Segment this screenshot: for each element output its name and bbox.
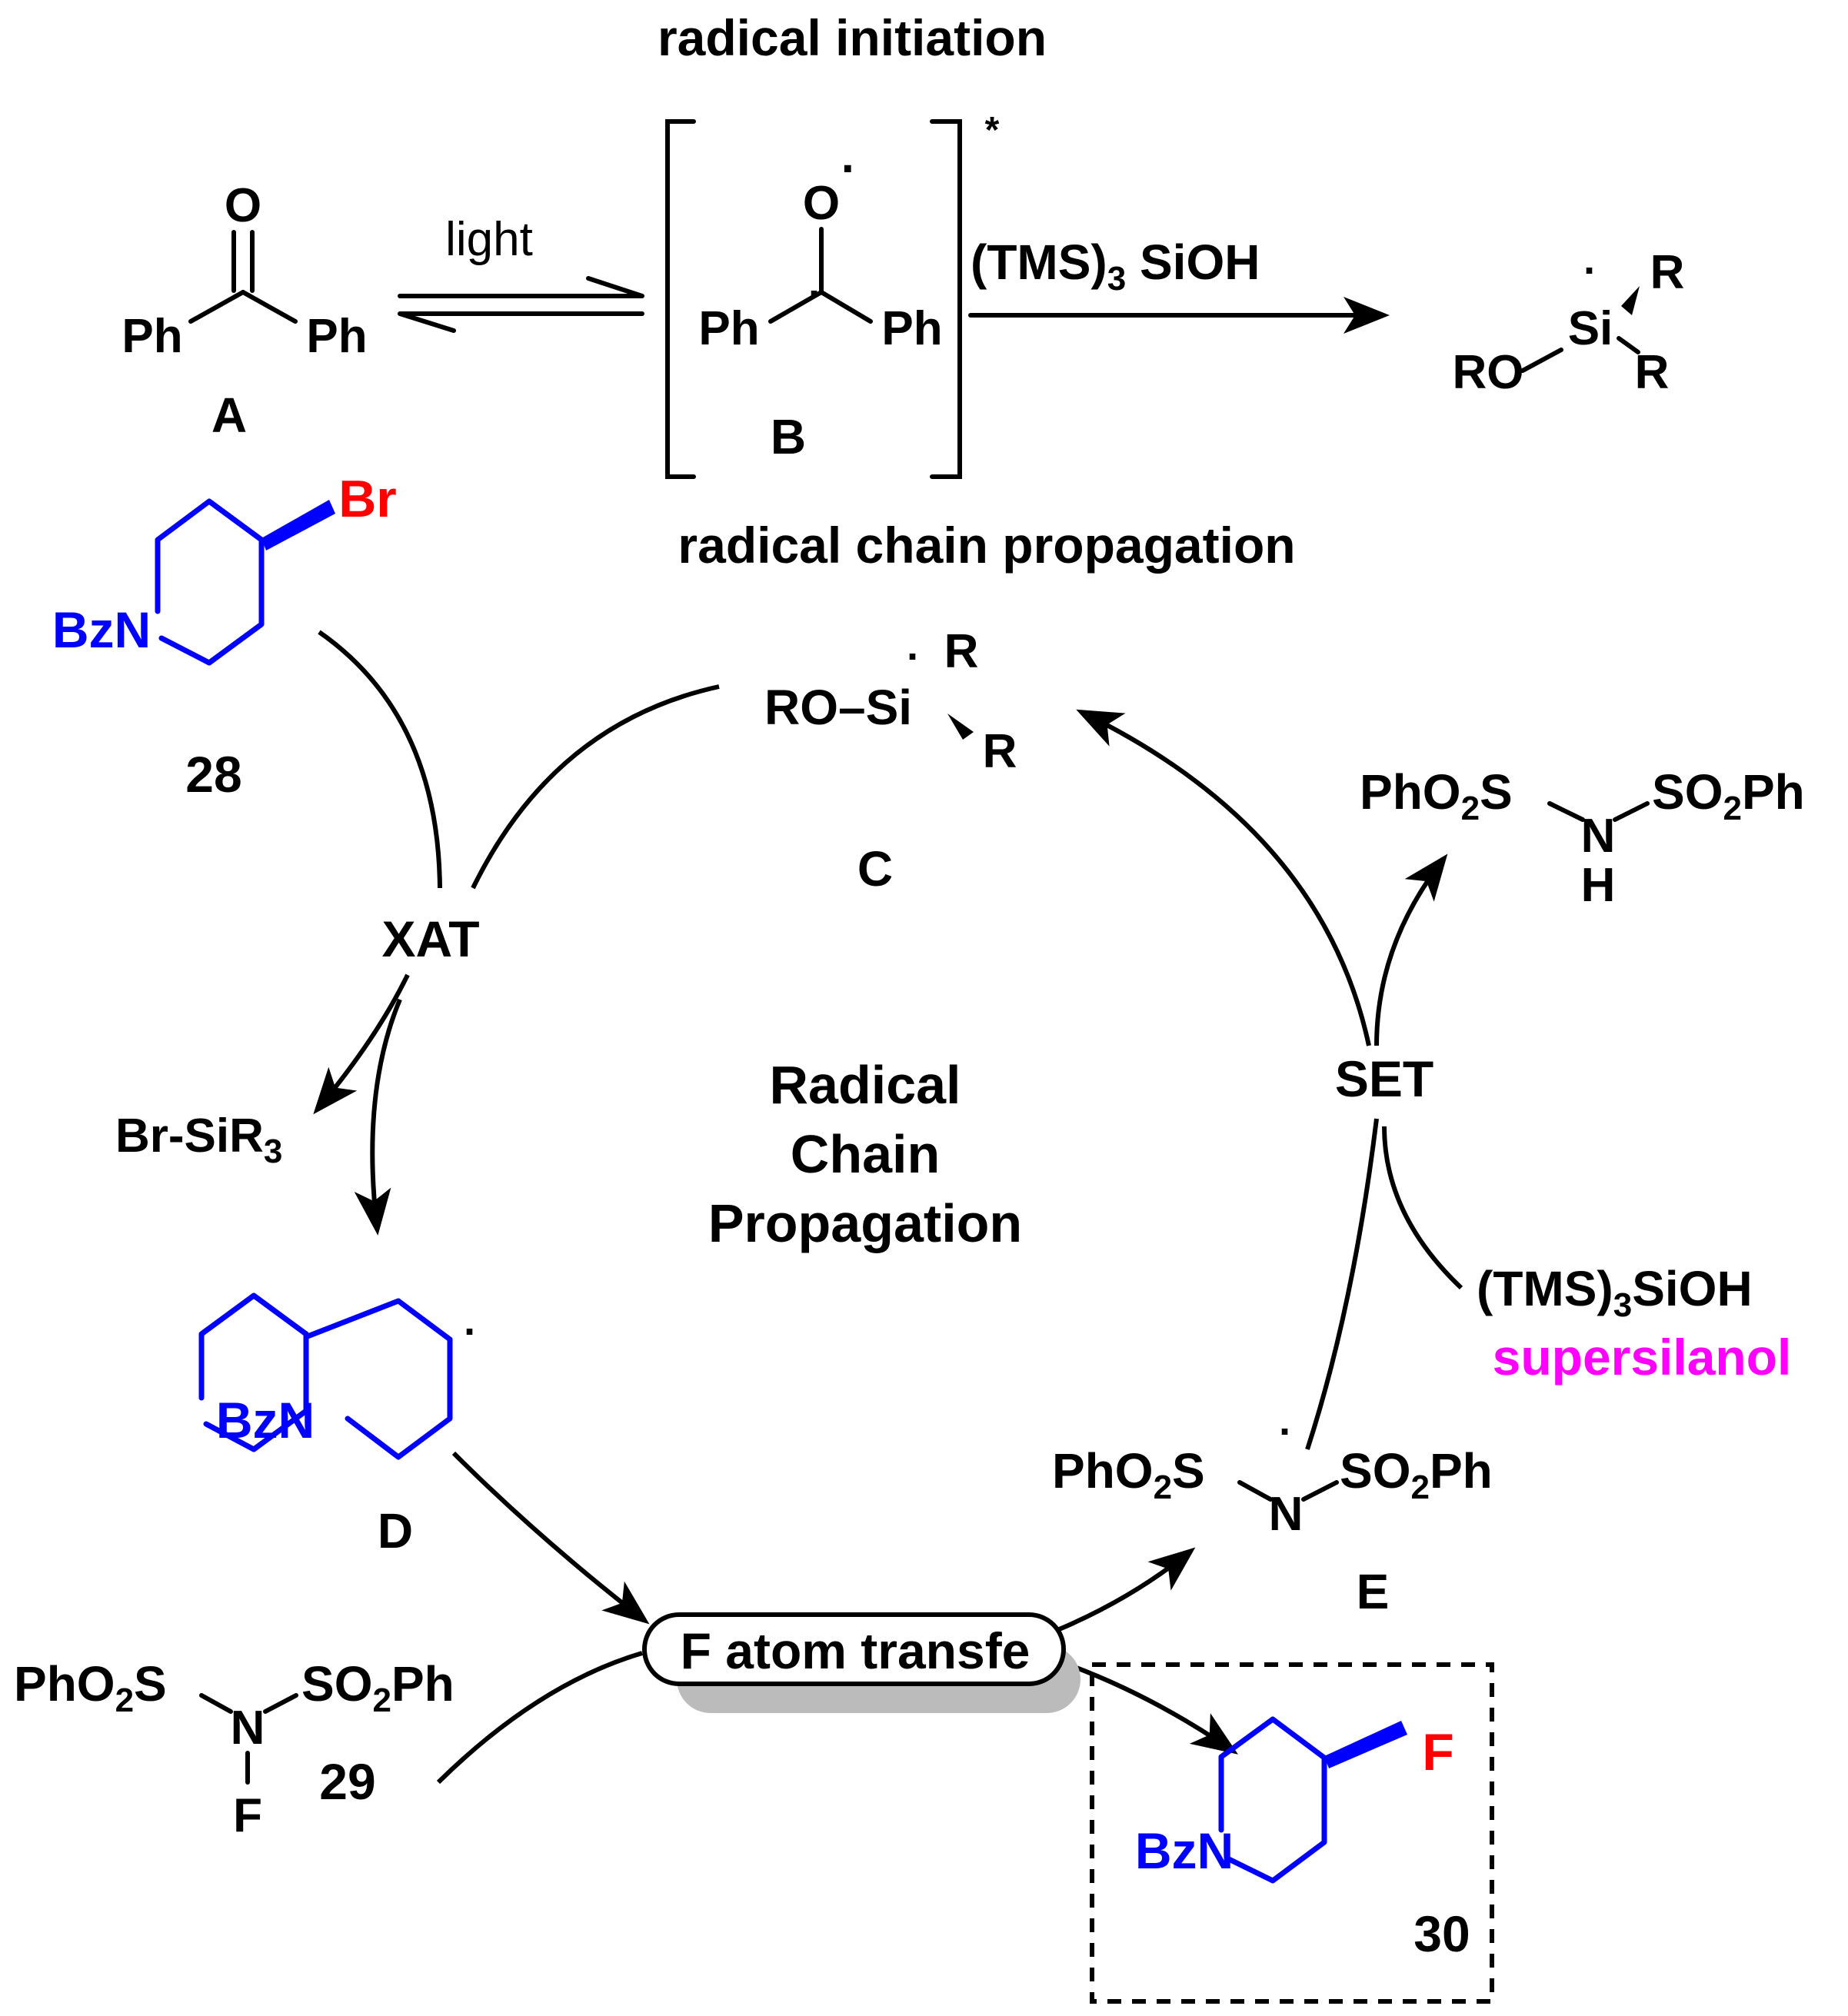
- compound-28: Br BzN 28: [52, 470, 397, 803]
- svg-text:·: ·: [1279, 1409, 1293, 1455]
- label-compound-e: E: [1357, 1564, 1390, 1619]
- label-br: Br: [338, 470, 397, 528]
- svg-text:Si: Si: [1568, 302, 1613, 355]
- svg-text:R: R: [983, 725, 1017, 778]
- svg-text:Ph: Ph: [698, 302, 759, 355]
- svg-text:F atom transfe: F atom transfe: [681, 1622, 1031, 1679]
- heading-radical-initiation: radical initiation: [658, 9, 1047, 66]
- label-29: 29: [319, 1753, 375, 1810]
- svg-text:F: F: [233, 1789, 262, 1842]
- excited-star: *: [985, 110, 1000, 151]
- svg-text:PhO2S: PhO2S: [1052, 1443, 1205, 1506]
- svg-text:N: N: [1269, 1488, 1304, 1541]
- svg-text:·: ·: [841, 142, 857, 195]
- svg-text:RO: RO: [1453, 346, 1524, 399]
- svg-text:Propagation: Propagation: [708, 1193, 1022, 1253]
- compound-29-nfsi: PhO2S N SO2Ph F 29: [14, 1656, 455, 1842]
- svg-text:BzN: BzN: [216, 1392, 315, 1449]
- svg-text:Ph: Ph: [122, 310, 182, 363]
- svg-text:O: O: [803, 177, 840, 230]
- label-xat: XAT: [381, 910, 479, 967]
- svg-text:(TMS)3 SiOH: (TMS)3 SiOH: [971, 235, 1260, 298]
- svg-text:PhO2S: PhO2S: [14, 1656, 167, 1719]
- svg-text:N: N: [1581, 810, 1616, 863]
- svg-text:RO–Si: RO–Si: [764, 680, 912, 735]
- svg-text:·: ·: [464, 1309, 478, 1355]
- initiation-reagent-arrow: (TMS)3 SiOH: [968, 235, 1390, 334]
- svg-text:R: R: [1650, 246, 1685, 299]
- svg-text:Ph: Ph: [306, 310, 367, 363]
- svg-text:N: N: [231, 1702, 265, 1755]
- label-compound-d: D: [378, 1503, 413, 1559]
- svg-text:Ph: Ph: [881, 302, 942, 355]
- svg-text:·: ·: [907, 634, 921, 680]
- svg-text:Br-SiR3: Br-SiR3: [115, 1109, 282, 1170]
- f-atom-transfer-pill: F atom transfe: [642, 1612, 1080, 1713]
- svg-text:R: R: [944, 625, 979, 678]
- supersilanol-reagent: (TMS)3SiOH supersilanol: [1477, 1261, 1791, 1386]
- dibenzenesulfonimide: PhO2S N H SO2Ph: [1360, 764, 1805, 912]
- svg-text:SO2Ph: SO2Ph: [1652, 764, 1805, 827]
- label-f: F: [1422, 1723, 1454, 1781]
- label-compound-c: C: [857, 841, 893, 897]
- label-compound-a: A: [211, 388, 247, 443]
- svg-text:PhO2S: PhO2S: [1360, 764, 1513, 827]
- cycle-arcs: XAT Br-SiR3 SET: [115, 630, 1463, 1785]
- cycle-center-label: Radical Chain Propagation: [708, 1055, 1022, 1253]
- svg-text:(TMS)3SiOH: (TMS)3SiOH: [1477, 1261, 1753, 1324]
- label-supersilanol: supersilanol: [1493, 1329, 1792, 1386]
- compound-d-radical: · BzN D: [198, 1292, 478, 1559]
- label-light: light: [445, 213, 533, 266]
- svg-text:·: ·: [808, 271, 822, 317]
- equilibrium-arrows: light: [398, 213, 644, 333]
- svg-text:R: R: [1635, 346, 1670, 399]
- heading-radical-chain-propagation: radical chain propagation: [678, 517, 1295, 574]
- compound-30-product: F BzN 30: [1090, 1662, 1494, 2004]
- compound-e-n-radical: PhO2S · N SO2Ph E: [1052, 1409, 1493, 1619]
- label-set: SET: [1335, 1050, 1433, 1107]
- svg-text:BzN: BzN: [1135, 1822, 1234, 1879]
- silyl-radical-product: RO Si · R R: [1453, 246, 1685, 399]
- label-30: 30: [1413, 1905, 1470, 1962]
- svg-text:BzN: BzN: [52, 601, 151, 658]
- compound-b-excited: * O · · Ph Ph B: [665, 110, 1000, 479]
- svg-text:H: H: [1581, 859, 1616, 912]
- label-compound-b: B: [771, 409, 806, 464]
- svg-text:SO2Ph: SO2Ph: [1340, 1443, 1493, 1506]
- compound-a-benzophenone: O Ph Ph A: [122, 179, 367, 443]
- label-28: 28: [185, 746, 241, 803]
- svg-text:·: ·: [1583, 248, 1597, 294]
- svg-text:Chain: Chain: [791, 1124, 940, 1184]
- svg-text:O: O: [225, 179, 261, 232]
- svg-text:Radical: Radical: [770, 1055, 961, 1115]
- compound-c-silyl-radical: RO–Si · R R C: [764, 625, 1017, 897]
- svg-text:SO2Ph: SO2Ph: [301, 1656, 455, 1719]
